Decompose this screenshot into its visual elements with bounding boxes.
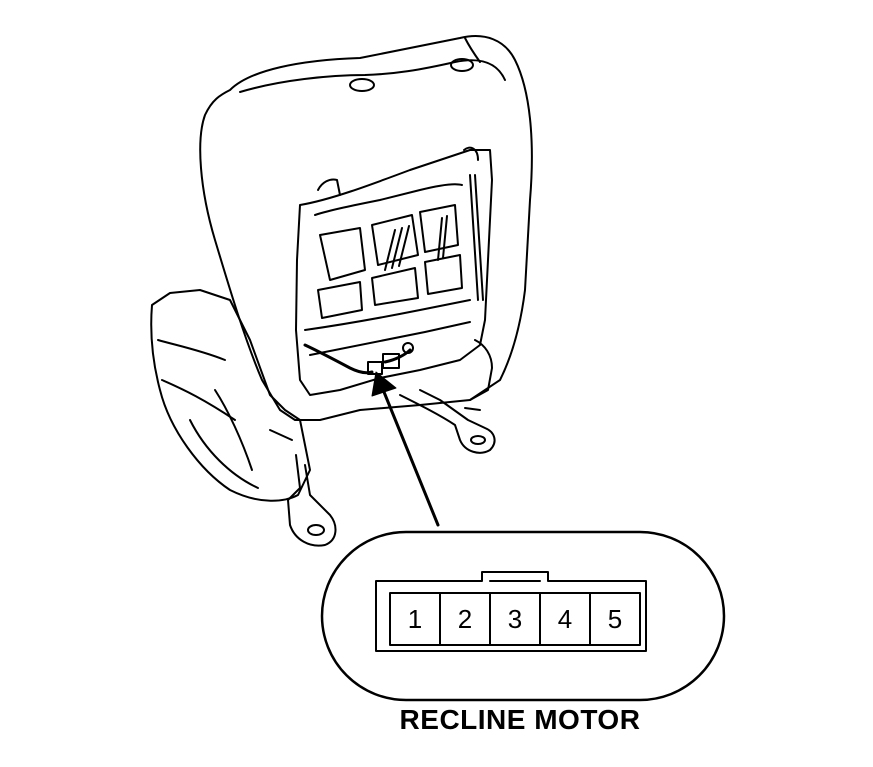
leader-arrow <box>371 371 440 527</box>
pin-4-label: 4 <box>558 604 572 634</box>
connector-callout <box>320 530 726 702</box>
seat-legs <box>287 339 496 547</box>
pin-1-label: 1 <box>408 604 422 634</box>
pin-3-label: 3 <box>508 604 522 634</box>
seat-cushion <box>150 289 311 502</box>
pin-5-label: 5 <box>608 604 622 634</box>
pin-2-label: 2 <box>458 604 472 634</box>
diagram-caption: RECLINE MOTOR <box>399 704 641 735</box>
seat-back-shell <box>199 35 533 421</box>
harness-connector <box>367 342 414 375</box>
seat-back-frame <box>295 146 493 396</box>
connector-face <box>375 571 647 652</box>
